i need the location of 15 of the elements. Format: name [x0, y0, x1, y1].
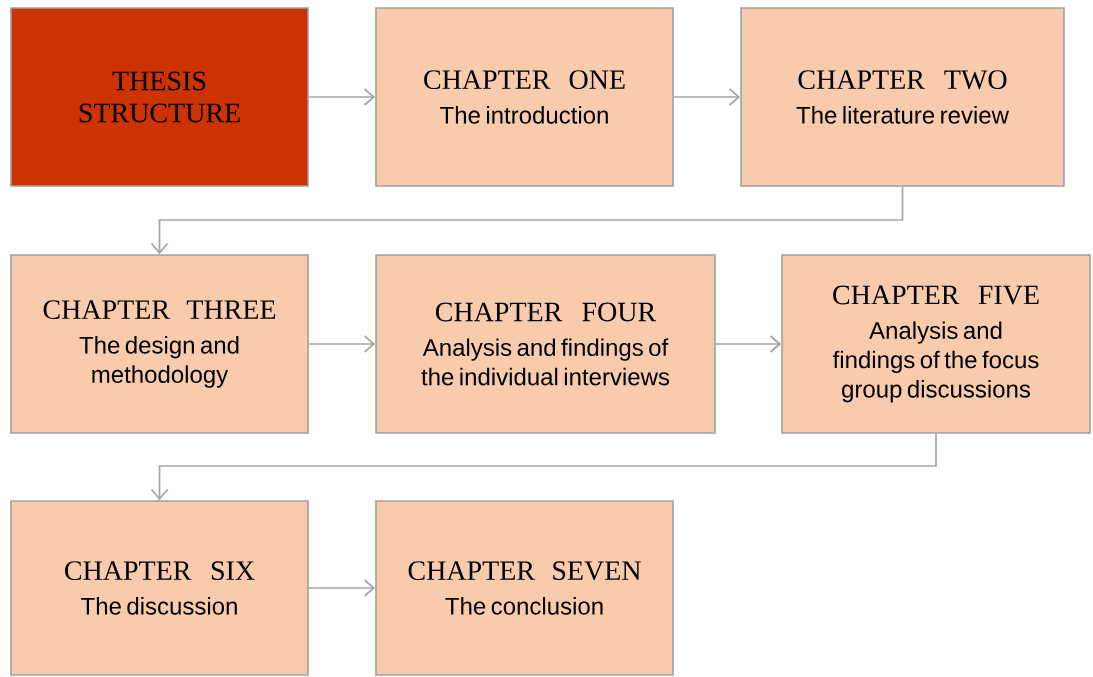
chapter-box: CHAPTER THREE The design and methodology	[10, 254, 309, 434]
chapter-box: CHAPTER FOUR Analysis and findings of the individual interviews	[375, 254, 716, 434]
chapter-box: CHAPTER ONE The introduction	[375, 7, 674, 187]
title-box: THESIS STRUCTURE	[10, 7, 309, 187]
chapter-box: CHAPTER SIX The discussion	[10, 500, 309, 676]
arrow	[672, 88, 741, 106]
arrow	[714, 335, 782, 353]
arrow	[307, 88, 376, 106]
arrow	[307, 579, 376, 597]
arrow	[150, 185, 904, 255]
chapter-box: CHAPTER SEVEN The conclusion	[375, 500, 674, 676]
arrow	[150, 432, 937, 501]
chapter-box: CHAPTER TWO The literature review	[740, 7, 1065, 187]
arrow	[307, 335, 376, 353]
chapter-box: CHAPTER FIVE Analysis and findings of the focus group discussions	[781, 254, 1091, 434]
